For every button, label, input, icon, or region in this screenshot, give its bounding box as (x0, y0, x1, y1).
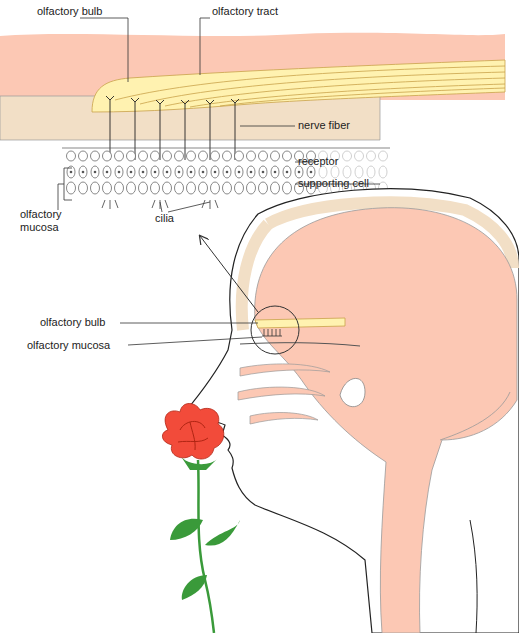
mucosa-small (262, 329, 282, 336)
olfactory-bulb-small (255, 318, 345, 328)
head-leader-lines (120, 323, 262, 345)
part-label: olfactory mucosa (27, 339, 137, 352)
rose (162, 404, 240, 633)
cerebellum-line (440, 392, 510, 440)
zoom-circle (251, 306, 299, 354)
rose-leaf (182, 575, 207, 600)
rose-petals (178, 421, 208, 450)
part-label: olfactory bulb (37, 5, 127, 18)
part-label: cilia (155, 212, 195, 225)
mucosa-edge (62, 148, 390, 149)
nasal-roof (240, 343, 360, 346)
part-label: nerve fiber (298, 119, 388, 132)
part-label: olfactory tract (212, 5, 312, 18)
rose-stem (198, 460, 214, 633)
neck-back (470, 520, 477, 633)
rose-bloom (162, 404, 223, 460)
head-outline (185, 189, 519, 633)
brain (255, 208, 517, 633)
zoom-arrow (200, 236, 258, 312)
rose-leaf (205, 520, 240, 546)
olfactory-bulb-tract (92, 60, 505, 112)
part-label: supporting cell (298, 177, 408, 190)
tract-fibers (115, 66, 505, 107)
part-label: olfactory bulb (40, 316, 130, 329)
part-label: olfactory mucosa (20, 208, 75, 234)
inset-detail (0, 18, 505, 212)
rose-leaf (170, 519, 203, 540)
mucosa-cells (65, 148, 317, 200)
brain-ventricle (340, 378, 365, 406)
head-illustration (185, 189, 519, 633)
part-label: receptor (298, 155, 388, 168)
nasal-turbinates (238, 364, 330, 424)
